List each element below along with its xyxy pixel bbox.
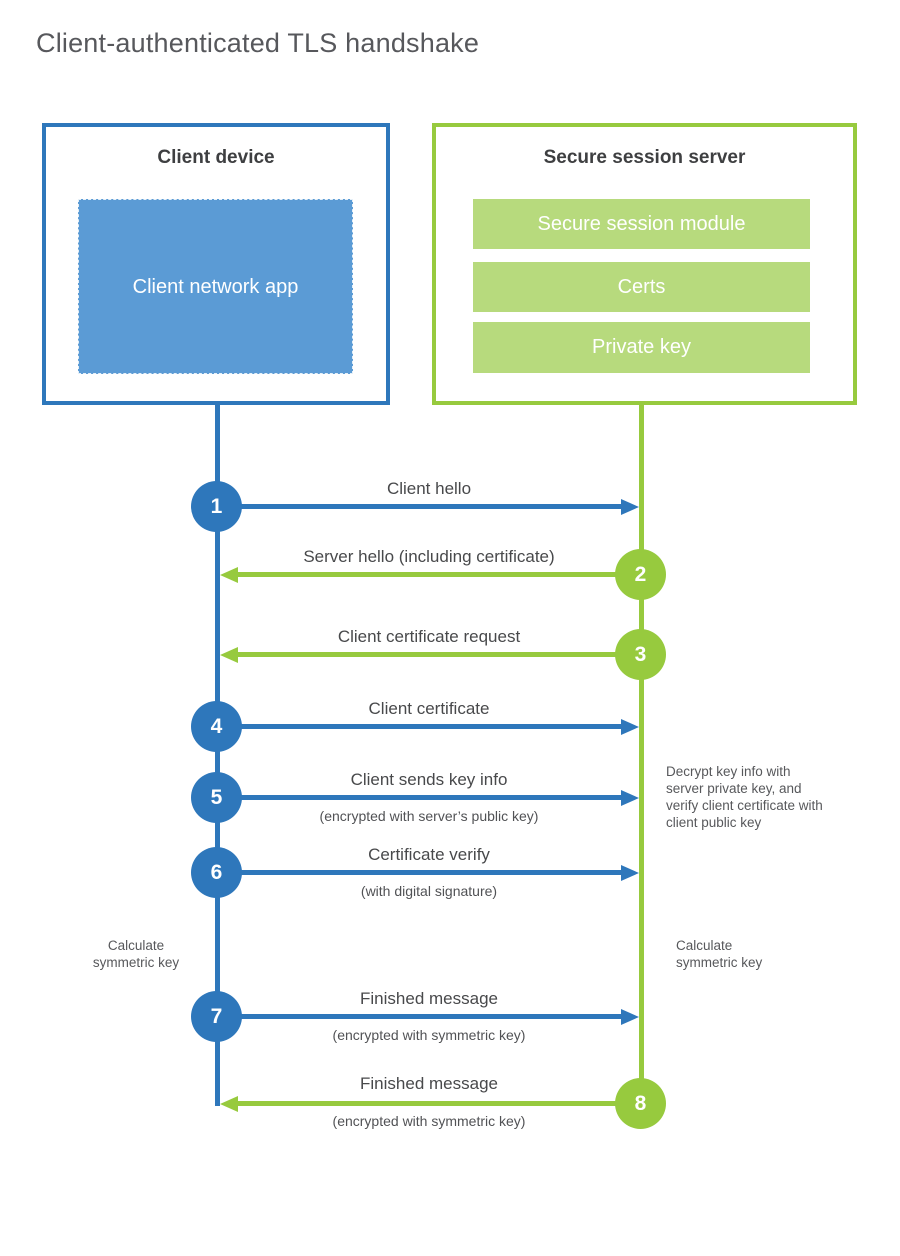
step-3-label: Client certificate request xyxy=(337,627,521,646)
step-6-label: Certificate verify xyxy=(368,845,490,864)
server-module-private-key: Private key xyxy=(473,322,810,373)
step-2-circle: 2 xyxy=(615,549,666,600)
step-3-arrowhead-icon xyxy=(220,647,238,663)
step-6-arrow xyxy=(217,870,622,875)
step-1-arrow xyxy=(217,504,622,509)
step-1-arrowhead-icon xyxy=(621,499,639,515)
step-7-circle: 7 xyxy=(191,991,242,1042)
step-8-arrowhead-icon xyxy=(220,1096,238,1112)
step-3-circle: 3 xyxy=(615,629,666,680)
step-3-arrow xyxy=(238,652,641,657)
step-7-sublabel: (encrypted with symmetric key) xyxy=(332,1027,526,1043)
server-decrypt-note: Decrypt key info with server private key… xyxy=(666,764,823,830)
step-8-sublabel: (encrypted with symmetric key) xyxy=(332,1113,526,1129)
client-network-app-box: Client network app xyxy=(78,199,353,374)
step-4-circle: 4 xyxy=(191,701,242,752)
step-2-arrow xyxy=(238,572,641,577)
step-5-circle: 5 xyxy=(191,772,242,823)
client-calculate-note: Calculate symmetric key xyxy=(92,938,180,970)
step-4-label: Client certificate xyxy=(368,699,490,718)
step-6-sublabel: (with digital signature) xyxy=(360,883,498,899)
step-5-sublabel: (encrypted with server’s public key) xyxy=(319,808,539,824)
step-4-arrowhead-icon xyxy=(621,719,639,735)
page-title: Client-authenticated TLS handshake xyxy=(36,28,480,58)
step-6-arrowhead-icon xyxy=(621,865,639,881)
step-5-label: Client sends key info xyxy=(350,770,508,789)
step-7-arrowhead-icon xyxy=(621,1009,639,1025)
step-2-arrowhead-icon xyxy=(220,567,238,583)
server-calculate-note: Calculate symmetric key xyxy=(676,938,763,970)
secure-session-server-title: Secure session server xyxy=(543,147,746,168)
server-lifeline xyxy=(639,405,644,1104)
step-8-circle: 8 xyxy=(615,1078,666,1129)
step-8-label: Finished message xyxy=(360,1074,498,1093)
step-1-circle: 1 xyxy=(191,481,242,532)
step-5-arrowhead-icon xyxy=(621,790,639,806)
step-6-circle: 6 xyxy=(191,847,242,898)
step-7-arrow xyxy=(217,1014,622,1019)
step-4-arrow xyxy=(217,724,622,729)
step-2-label: Server hello (including certificate) xyxy=(303,547,555,566)
client-network-app-label: Client network app xyxy=(132,275,299,298)
step-1-label: Client hello xyxy=(386,479,472,498)
client-lifeline xyxy=(215,405,220,1106)
server-module-secure-session: Secure session module xyxy=(473,199,810,249)
client-device-title: Client device xyxy=(157,147,275,168)
step-7-label: Finished message xyxy=(360,989,498,1008)
step-8-arrow xyxy=(238,1101,641,1106)
step-5-arrow xyxy=(217,795,622,800)
server-module-certs: Certs xyxy=(473,262,810,312)
